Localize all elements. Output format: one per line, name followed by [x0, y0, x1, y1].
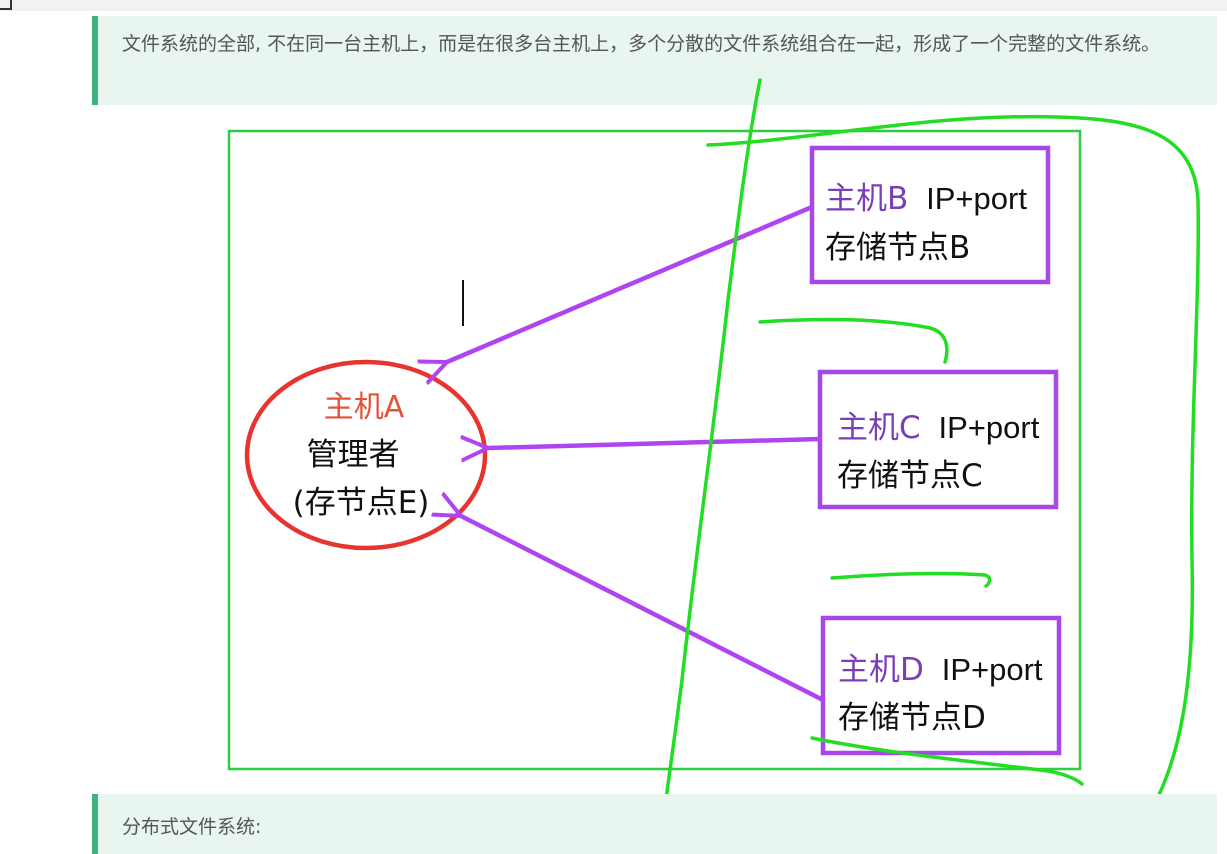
footer-blockquote: 分布式文件系统: [92, 794, 1217, 854]
node-b-host: 主机B [825, 181, 908, 217]
corner-icon [0, 0, 12, 10]
annotation-mark-c [758, 317, 949, 364]
manager-role-label: 管理者 [307, 437, 400, 473]
annotation-cluster-outline [706, 114, 1201, 854]
node-box-c [817, 369, 1059, 510]
annotation-underline-d [810, 736, 1084, 786]
arrow-b-to-a [447, 204, 813, 362]
node-b-host-line: 主机B IP+port [825, 181, 1027, 217]
annotation-vertical-divider [658, 78, 762, 854]
node-b-storage: 存储节点B [825, 230, 970, 266]
arrow-d-to-a [461, 516, 825, 703]
intro-text: 文件系统的全部, 不在同一台主机上，而是在很多台主机上，多个分散的文件系统组合在… [122, 33, 1161, 55]
node-box-b [809, 145, 1051, 285]
footer-text: 分布式文件系统: [122, 816, 262, 838]
node-c-addr: IP+port [939, 410, 1040, 445]
node-c-storage: 存储节点C [837, 458, 983, 494]
node-c-host: 主机C [837, 410, 921, 446]
hand-drawn-annotations [658, 78, 1201, 854]
node-b-addr: IP+port [926, 181, 1027, 216]
node-d-host: 主机D [838, 652, 924, 688]
arrow-c-to-a [488, 439, 821, 448]
node-d-host-line: 主机D IP+port [838, 652, 1043, 688]
node-d-storage: 存储节点D [838, 700, 986, 736]
node-c-host-line: 主机C IP+port [837, 410, 1040, 446]
cluster-frame [227, 129, 1082, 771]
manager-storage-label: (存节点E) [293, 485, 430, 521]
annotation-mark-d [830, 571, 992, 588]
manager-host-label: 主机A [324, 390, 405, 425]
top-strip [0, 0, 1227, 11]
node-box-d [820, 615, 1062, 756]
node-d-addr: IP+port [942, 652, 1043, 687]
intro-blockquote: 文件系统的全部, 不在同一台主机上，而是在很多台主机上，多个分散的文件系统组合在… [92, 16, 1217, 105]
